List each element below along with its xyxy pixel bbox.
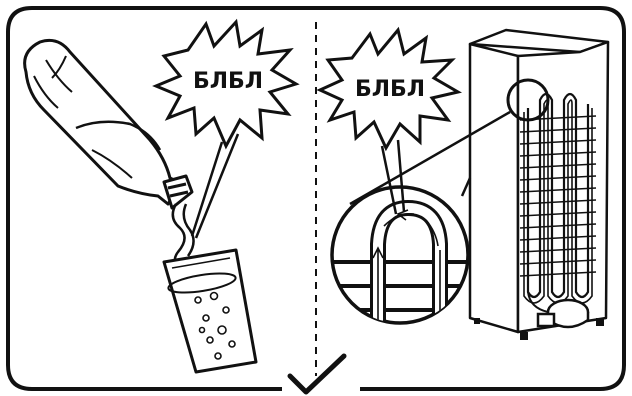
sound-burst-right: БЛБЛ bbox=[316, 26, 463, 215]
checkmark-icon bbox=[287, 353, 347, 395]
burst-text-left: БЛБЛ bbox=[193, 69, 263, 94]
coil-crossbars bbox=[519, 115, 597, 277]
compressor-pipe bbox=[527, 291, 549, 313]
glass-icon bbox=[162, 248, 258, 374]
bubbles bbox=[194, 291, 236, 360]
burst-text-right: БЛБЛ bbox=[355, 77, 425, 102]
bottle-icon bbox=[23, 38, 194, 210]
magnifier-connector-2 bbox=[460, 177, 472, 197]
magnifier-connector bbox=[349, 110, 511, 206]
coil-highlight-circle bbox=[506, 78, 550, 122]
magnifier-icon bbox=[330, 185, 470, 325]
compressor bbox=[536, 298, 590, 329]
frame bbox=[6, 6, 626, 391]
sound-burst-left: БЛБЛ bbox=[152, 18, 300, 239]
